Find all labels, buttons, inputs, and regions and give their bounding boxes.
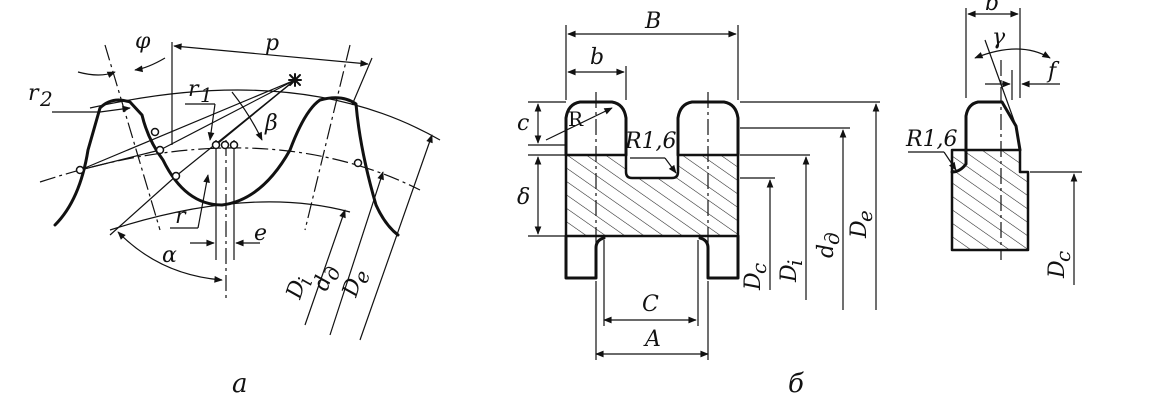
r-arrow xyxy=(197,174,210,229)
label-De-b: D xyxy=(847,220,872,239)
R-leader xyxy=(545,107,613,141)
label-dd-b: d xyxy=(814,244,839,258)
label-b: b xyxy=(590,45,604,70)
label-Di-b: D xyxy=(777,264,802,283)
alpha-angle-arc xyxy=(117,231,223,283)
label-R: R xyxy=(568,107,584,131)
label-r2-sub: 2 xyxy=(39,87,53,111)
caption-b: б xyxy=(788,369,804,399)
node-point xyxy=(229,140,239,150)
label-Dc-c-sub: c xyxy=(1051,251,1075,262)
node-point xyxy=(211,140,221,150)
node-point xyxy=(353,158,363,168)
R16-c-arrow xyxy=(943,151,957,171)
rim-tooth-top xyxy=(964,100,1022,152)
caption-a: а xyxy=(232,369,248,399)
label-Dc-c: D xyxy=(1045,260,1070,279)
label-R16-c: R1,6 xyxy=(905,127,958,152)
phi-angle-arc xyxy=(77,71,116,78)
label-De-b-sub: e xyxy=(853,210,877,222)
label-delta: δ xyxy=(517,185,530,210)
label-r1: r xyxy=(188,77,200,102)
view-a-tooth-profile: p φ r 2 r 1 β r α e Di dд De а xyxy=(28,29,441,399)
label-C: C xyxy=(642,292,659,317)
De-dimension-line xyxy=(359,134,433,341)
view-c-rim-profile: b γ f R1,6 Dc xyxy=(905,0,1082,285)
label-e: e xyxy=(254,221,267,246)
center-point-star-icon xyxy=(288,73,302,87)
construction-line-4 xyxy=(79,79,296,171)
label-beta: β xyxy=(264,111,278,136)
construction-line-5 xyxy=(79,149,161,171)
node-point xyxy=(155,145,165,155)
label-Dc: D xyxy=(741,272,766,291)
Di-dimension-line xyxy=(304,209,346,326)
label-f: f xyxy=(1046,59,1060,84)
label-r2: r xyxy=(28,81,40,106)
label-r: r xyxy=(175,204,187,229)
tooth-axis-line-2 xyxy=(304,44,351,231)
r2-arrow xyxy=(99,105,131,113)
label-p: p xyxy=(265,31,279,56)
label-r1-sub: 1 xyxy=(200,83,213,107)
node-point xyxy=(150,127,160,137)
node-point xyxy=(75,165,85,175)
node-point xyxy=(220,140,230,150)
R16-arrow xyxy=(664,157,677,174)
label-b-c: b xyxy=(985,0,999,16)
label-A: A xyxy=(643,327,661,352)
construction-line-3 xyxy=(215,79,296,146)
view-b-cross-section: B b c R R1,6 δ C A Dc Di dд De б xyxy=(517,9,880,399)
label-Dc-sub: c xyxy=(747,263,771,274)
label-Di-b-sub: i xyxy=(783,260,807,266)
rim-left-fillet xyxy=(950,148,968,174)
beta-angle-arc xyxy=(231,91,263,141)
label-phi: φ xyxy=(135,29,151,54)
outer-diameter-arc xyxy=(89,89,441,141)
hub-section xyxy=(564,153,740,238)
gamma-arc xyxy=(974,48,1051,59)
root-circle-arc xyxy=(109,201,351,231)
tooth-outline xyxy=(53,96,400,237)
lower-flange-right xyxy=(698,234,740,280)
label-dd-b-sub: д xyxy=(820,232,844,245)
label-gamma: γ xyxy=(992,25,1006,50)
pitch-dimension-line xyxy=(173,43,369,67)
label-R16: R1,6 xyxy=(624,129,677,154)
r1-arrow xyxy=(207,103,216,141)
alpha-ray xyxy=(109,175,177,236)
phi-angle-arc-2 xyxy=(134,57,166,73)
node-point xyxy=(171,171,181,181)
label-B: B xyxy=(644,9,661,34)
construction-line-1 xyxy=(159,79,296,151)
label-alpha: α xyxy=(162,243,177,268)
dd-dimension-line xyxy=(329,171,384,336)
pitch-ext-line-2 xyxy=(351,57,373,106)
lower-flange-left xyxy=(564,234,606,280)
rim-section xyxy=(950,148,1030,252)
label-c: c xyxy=(517,111,529,136)
